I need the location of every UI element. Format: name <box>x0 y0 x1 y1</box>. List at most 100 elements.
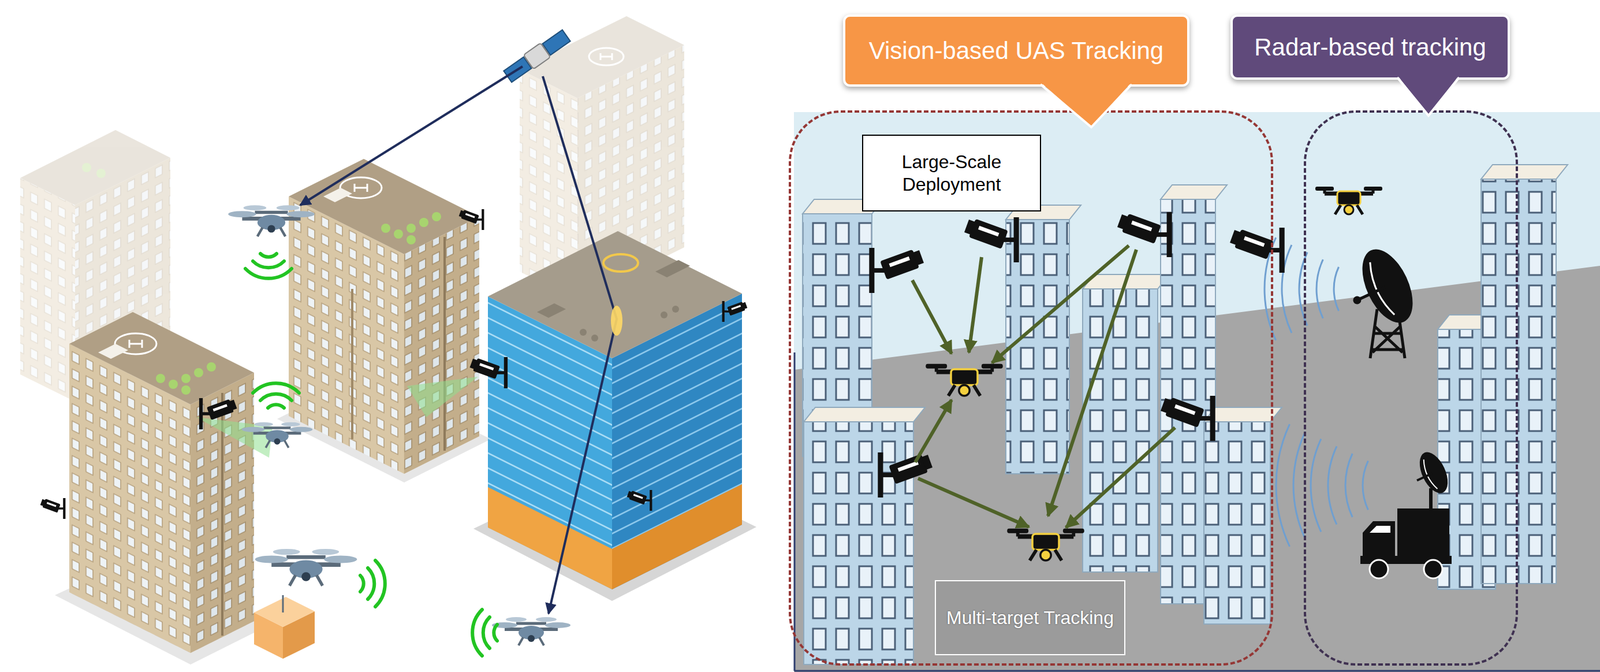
radar-dish <box>1336 241 1423 338</box>
tan-building <box>69 311 255 405</box>
radar-dish <box>1352 241 1424 331</box>
radar-waves <box>1316 259 1323 319</box>
callout-pointer <box>1303 110 1305 111</box>
blue-building <box>660 311 668 319</box>
callout-text: Radar-based tracking <box>1254 33 1487 62</box>
camera-icon <box>963 216 1019 263</box>
callout-box: Radar-based tracking <box>1230 14 1510 80</box>
radar-dish <box>1358 286 1385 300</box>
tan-building <box>206 362 216 372</box>
satellite-link <box>300 66 617 614</box>
package-box <box>254 594 315 659</box>
city-building <box>1160 184 1227 200</box>
signal-arcs <box>245 253 498 656</box>
signal-arcs <box>472 609 498 656</box>
tan-building <box>190 372 255 653</box>
satellite-link <box>542 76 617 614</box>
blue-building <box>536 303 566 318</box>
blue-building <box>487 486 613 589</box>
radar-waves <box>1310 438 1322 532</box>
vision-region: Vision-based UAS TrackingLarge-Scale Dep… <box>788 110 1274 666</box>
label-box: Large-Scale Deployment <box>862 134 1042 212</box>
city-building <box>1082 288 1158 572</box>
camera-icon <box>1228 226 1285 273</box>
tan-building <box>54 311 272 665</box>
package-box <box>282 594 285 613</box>
callout-text: Vision-based UAS Tracking <box>869 36 1164 65</box>
view-cone <box>407 376 479 417</box>
signal-arcs <box>360 560 386 607</box>
radar-waves <box>1333 266 1339 311</box>
tan-building <box>277 158 491 483</box>
box-label: Multi-target Tracking <box>946 606 1114 629</box>
radar-truck <box>1407 447 1454 501</box>
city-building <box>1481 164 1568 179</box>
city-panel <box>794 669 1600 672</box>
box-label: Large-Scale Deployment <box>873 150 1030 196</box>
tan-building <box>181 373 191 383</box>
drone-icon <box>1315 186 1383 215</box>
tan-building <box>288 158 480 255</box>
tracking-arrow <box>915 399 952 462</box>
city-panel <box>793 352 796 671</box>
city-building <box>1203 421 1271 624</box>
tan-building <box>443 236 446 451</box>
tracking-arrow <box>912 245 1176 528</box>
drone-icon <box>255 548 358 586</box>
faded-building <box>96 168 106 178</box>
radar-truck <box>1429 487 1433 509</box>
tracking-arrow <box>991 245 1129 363</box>
blue-building <box>612 483 742 589</box>
signal-arcs <box>252 382 300 408</box>
city-building <box>1481 178 1557 584</box>
radar-truck <box>1369 559 1389 578</box>
faded-building <box>588 47 624 66</box>
tan-building <box>393 229 404 239</box>
satellite-link <box>300 66 523 205</box>
radar-waves <box>1276 423 1290 547</box>
drone-icon <box>228 204 315 237</box>
city-building <box>803 407 926 422</box>
camera-icon <box>458 209 485 230</box>
drone-icon <box>491 616 571 645</box>
callout-pointer <box>1397 75 1460 116</box>
tan-building <box>155 373 166 383</box>
tan-building <box>129 339 143 348</box>
radar-waves <box>1264 237 1368 547</box>
tan-building <box>98 343 129 359</box>
tan-building <box>351 288 354 439</box>
blue-building <box>603 254 639 272</box>
tracking-arrow <box>968 256 982 353</box>
tan-building <box>168 379 178 389</box>
tracking-arrow <box>918 478 1029 527</box>
blue-building <box>579 328 587 336</box>
tan-building <box>404 216 480 474</box>
radar-region: Radar-based tracking <box>1303 110 1519 666</box>
faded-building <box>81 162 92 173</box>
satellite <box>502 28 572 84</box>
tan-building <box>181 385 191 395</box>
blue-building <box>473 230 757 601</box>
blue-building <box>672 305 680 313</box>
tan-building <box>354 183 368 192</box>
camera-icon <box>722 300 749 322</box>
blue-building <box>487 296 613 589</box>
city-panel <box>793 112 1600 672</box>
blue-building <box>655 259 691 278</box>
camera-icon <box>39 497 66 519</box>
radar-truck <box>1423 559 1443 578</box>
tan-building <box>323 187 353 203</box>
link-highlight <box>610 305 623 336</box>
tracking-arrow <box>912 280 952 354</box>
radar-waves <box>1345 453 1353 517</box>
camera-icon <box>199 397 238 430</box>
tan-building <box>431 211 442 222</box>
callout-pointer <box>1040 81 1132 128</box>
blue-building <box>487 230 742 358</box>
city-building <box>802 164 1568 665</box>
city-building <box>1203 407 1282 422</box>
package-box <box>254 596 315 627</box>
camera-icon <box>877 451 934 498</box>
